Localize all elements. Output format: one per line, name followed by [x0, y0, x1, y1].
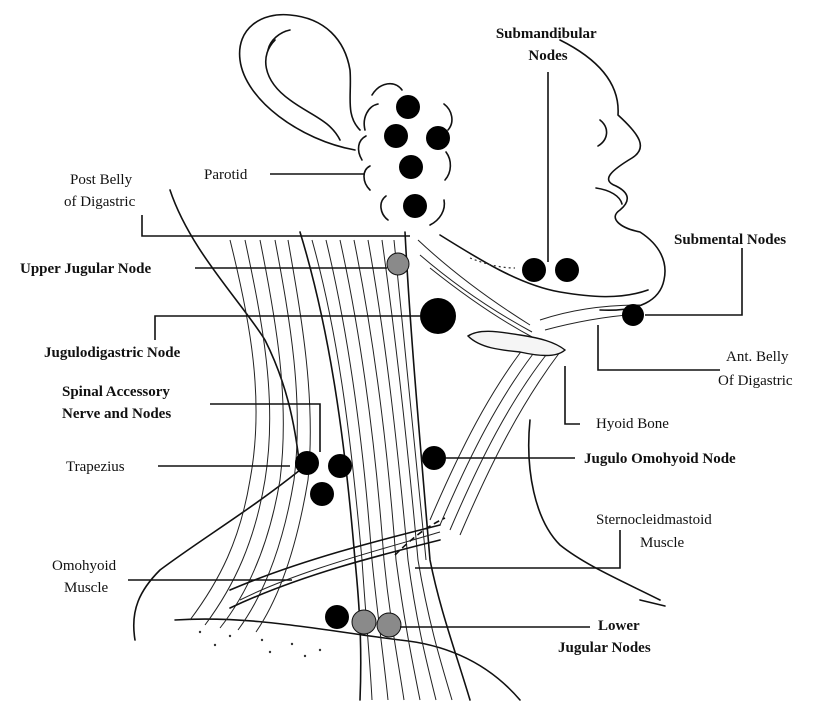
- label-hyoid-bone: Hyoid Bone: [596, 416, 669, 432]
- label-trapezius: Trapezius: [66, 459, 125, 475]
- label-submental-nodes: Submental Nodes: [674, 232, 786, 248]
- label-ant-belly-digastric: Ant. Belly Of Digastric: [718, 349, 793, 389]
- label-submandibular-nodes: Submandibular Nodes: [496, 26, 600, 64]
- trapezius-muscle: [190, 240, 310, 632]
- label-jugulo-omohyoid-node: Jugulo Omohyoid Node: [584, 451, 736, 467]
- label-lower-jugular-nodes: Lower Jugular Nodes: [558, 618, 651, 656]
- label-spinal-accessory: Spinal Accessory Nerve and Nodes: [62, 384, 174, 422]
- submental-node-marker: [622, 304, 644, 326]
- label-post-belly-digastric: Post Belly of Digastric: [64, 172, 136, 210]
- ear: [240, 15, 360, 150]
- label-upper-jugular-node: Upper Jugular Node: [20, 261, 151, 277]
- head-neck-illustration: [134, 15, 665, 700]
- labels: Submandibular Nodes Parotid Post Belly o…: [20, 26, 793, 656]
- hyoid-bone: [468, 331, 565, 355]
- spinal-accessory-nodes-markers: [295, 451, 352, 506]
- shoulder-outline: [134, 470, 300, 640]
- neck-back-outline: [170, 190, 300, 470]
- label-omohyoid-muscle: Omohyoid Muscle: [52, 558, 120, 596]
- chest-outline: [529, 420, 660, 600]
- lymph-nodes: [295, 95, 644, 637]
- label-jugulodigastric-node: Jugulodigastric Node: [44, 345, 181, 361]
- strap-muscles: [418, 240, 640, 535]
- jugulo-omohyoid-node-marker: [422, 446, 446, 470]
- label-sternocleidomastoid: Sternocleidmastoid Muscle: [596, 512, 716, 551]
- jugulodigastric-node-marker: [420, 298, 456, 334]
- submandibular-nodes-markers: [522, 258, 579, 282]
- parotid-nodes: [384, 95, 450, 218]
- upper-jugular-node-marker: [387, 253, 409, 275]
- clavicle-outline: [175, 619, 520, 700]
- label-parotid: Parotid: [204, 167, 248, 183]
